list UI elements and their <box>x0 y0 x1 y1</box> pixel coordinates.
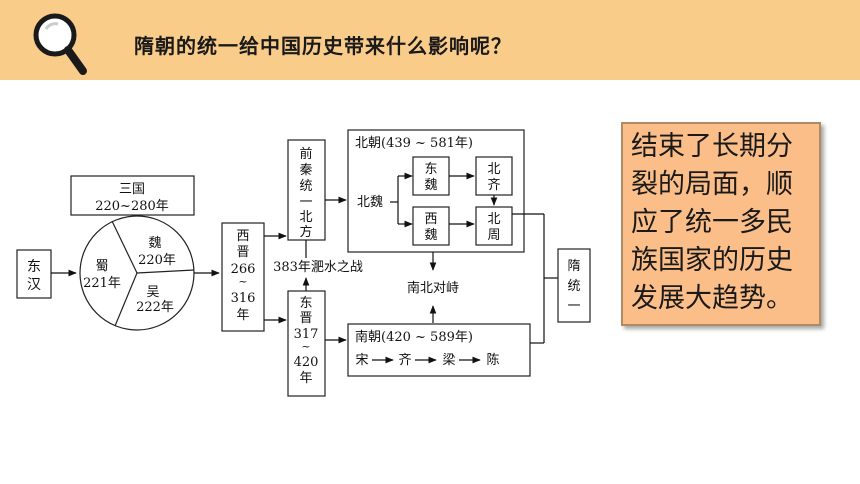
nanchao-title: 南朝(420 ~ 589年) <box>355 329 473 345</box>
callout-line-3: 应了统一多民 <box>631 207 793 238</box>
qianqin-char-1: 前 <box>299 146 312 162</box>
three-kingdoms-title: 三国 <box>119 182 145 197</box>
sui-box <box>557 248 591 323</box>
feishui-label: 383年淝水之战 <box>273 260 363 275</box>
dongjin-line-4: ~ <box>301 340 310 353</box>
nanchao-chen: 陈 <box>486 352 499 368</box>
magnifier-icon <box>33 13 87 75</box>
callout-line-1: 结束了长期分 <box>631 131 793 162</box>
beiqi-char-1: 北 <box>487 162 500 177</box>
callout-line-5: 发展大趋势。 <box>631 283 793 314</box>
qianqin-box <box>287 139 326 241</box>
wu-year: 222年 <box>136 300 174 315</box>
xijin-line-1: 西 <box>236 229 249 244</box>
xijin-line-6: 年 <box>236 308 249 323</box>
qianqin-char-2: 秦 <box>299 163 312 178</box>
nanchao-song: 宋 <box>355 353 368 368</box>
wu-label: 吴 <box>146 285 159 300</box>
wei-label: 魏 <box>148 236 161 251</box>
beichao-title: 北朝(439 ~ 581年) <box>355 136 473 151</box>
qianqin-char-4: 一 <box>299 195 312 210</box>
callout-line-4: 族国家的历史 <box>631 245 793 276</box>
nanchao-liang: 梁 <box>442 353 455 368</box>
conclusion-callout: 结束了长期分 裂的局面，顺 应了统一多民 族国家的历史 发展大趋势。 <box>621 122 821 326</box>
xiwei-char-1: 西 <box>424 212 437 227</box>
wei-year: 220年 <box>138 253 176 268</box>
donghan-char-1: 东 <box>27 259 41 275</box>
dongjin-line-1: 东 <box>299 296 312 311</box>
sui-char-2: 统 <box>567 279 580 294</box>
xijin-line-2: 晋 <box>236 245 249 260</box>
dongwei-char-2: 魏 <box>424 178 437 193</box>
dongwei-char-1: 东 <box>424 162 437 177</box>
sui-char-3: 一 <box>567 299 580 314</box>
dongjin-line-5: 420 <box>294 355 319 370</box>
nanbei-label: 南北对峙 <box>407 280 459 296</box>
nanchao-box <box>347 323 531 377</box>
beiqi-char-2: 齐 <box>487 177 500 193</box>
xijin-line-5: 316 <box>231 291 256 306</box>
beizhou-char-2: 周 <box>487 228 500 243</box>
dongjin-line-3: 317 <box>294 327 319 342</box>
donghan-char-2: 汉 <box>27 277 41 293</box>
xiwei-box <box>412 206 450 246</box>
xijin-line-3: 266 <box>231 262 256 277</box>
header-bar <box>0 0 860 80</box>
qianqin-char-3: 统 <box>299 179 312 194</box>
qianqin-char-6: 方 <box>299 224 312 240</box>
shu-label: 蜀 <box>95 259 108 274</box>
qianqin-char-5: 北 <box>299 210 312 225</box>
sui-char-1: 隋 <box>567 259 580 274</box>
three-kingdoms-box <box>70 175 195 216</box>
callout-line-2: 裂的局面，顺 <box>631 169 793 200</box>
header-question: 隋朝的统一给中国历史带来什么影响呢？ <box>134 34 512 58</box>
dongwei-box <box>412 156 450 196</box>
dongjin-line-6: 年 <box>299 371 312 386</box>
dongjin-box <box>287 290 326 397</box>
beizhou-box <box>475 206 513 246</box>
three-kingdoms-years: 220~280年 <box>95 199 169 214</box>
donghan-box <box>16 249 52 299</box>
beizhou-char-1: 北 <box>487 212 500 227</box>
xiwei-char-2: 魏 <box>424 228 437 243</box>
dongjin-line-2: 晋 <box>299 311 312 326</box>
shu-year: 221年 <box>83 276 121 291</box>
xijin-line-4: ~ <box>238 275 247 288</box>
nanchao-qi: 齐 <box>398 352 411 368</box>
xijin-box <box>221 222 265 332</box>
beiqi-box <box>475 156 513 196</box>
beiwei-label: 北魏 <box>357 195 383 210</box>
